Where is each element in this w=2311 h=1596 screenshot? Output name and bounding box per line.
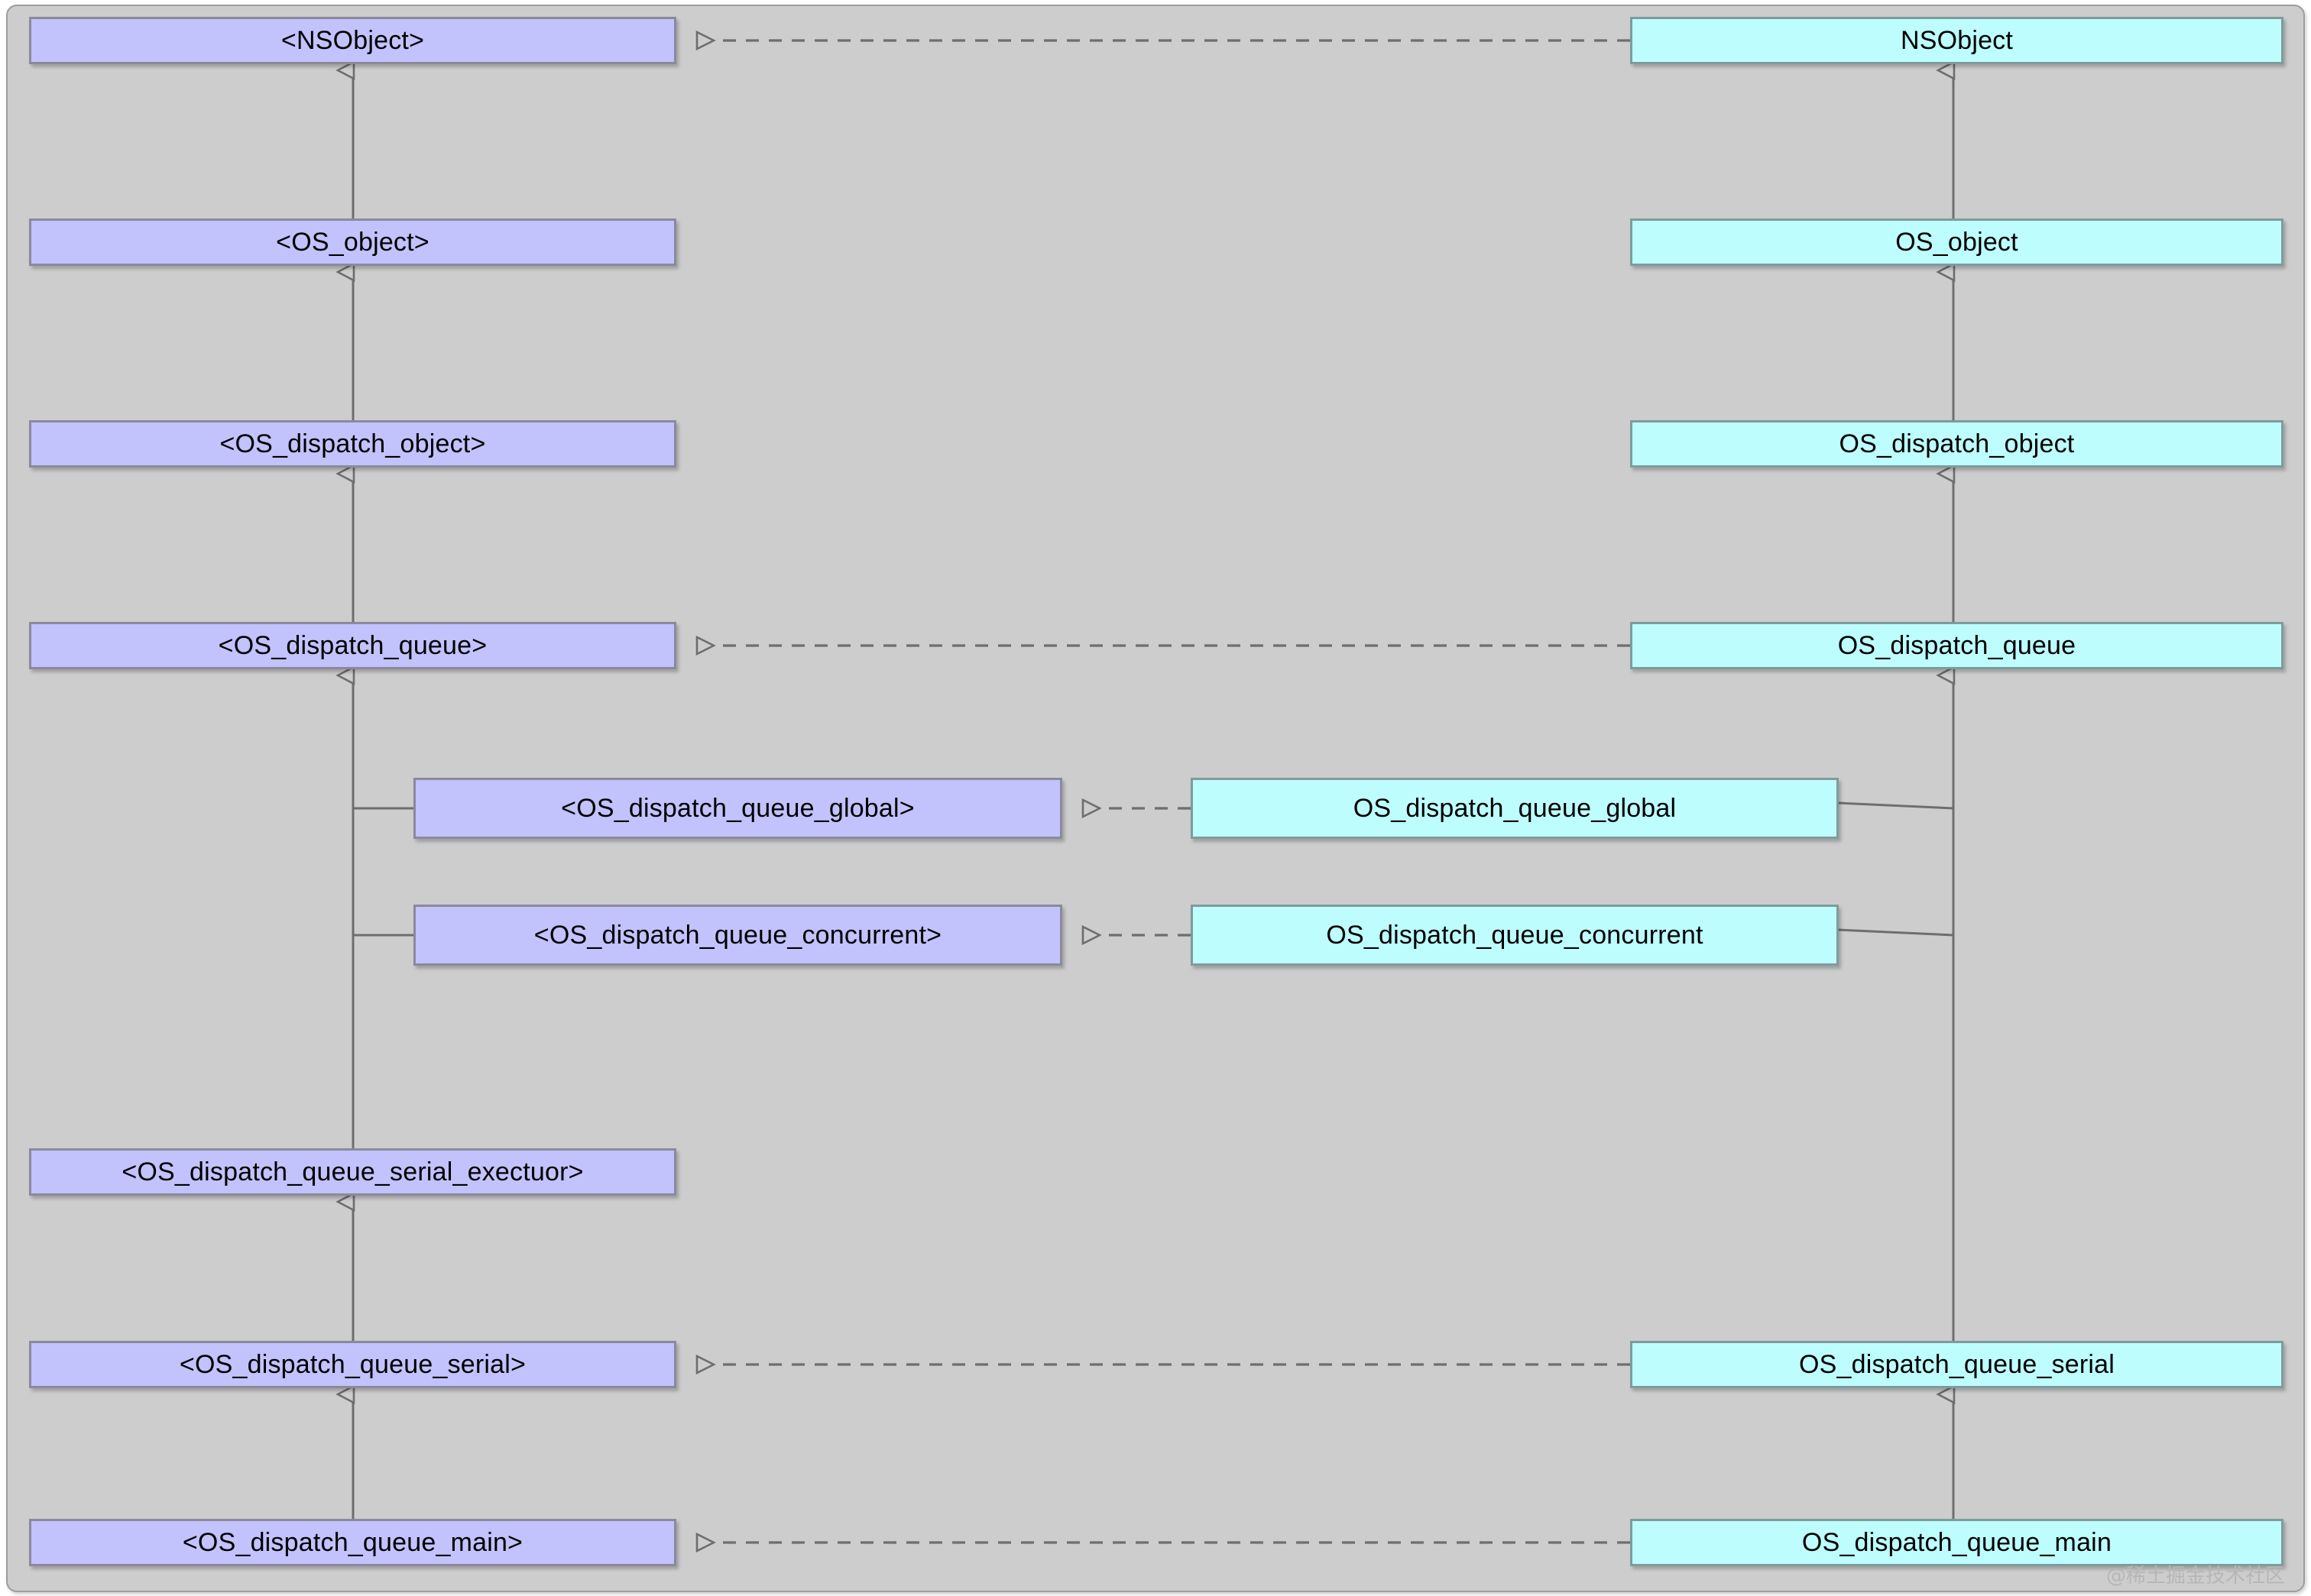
node-class-nsobject[interactable]: NSObject (1630, 17, 2283, 64)
node-protocol-os-dispatch-queue-serial[interactable]: <OS_dispatch_queue_serial> (29, 1341, 676, 1388)
node-protocol-os-dispatch-queue-concurrent[interactable]: <OS_dispatch_queue_concurrent> (413, 905, 1062, 966)
node-class-os-dispatch-queue-concurrent[interactable]: OS_dispatch_queue_concurrent (1191, 905, 1839, 966)
diagram-surface (6, 5, 2305, 1592)
node-class-os-dispatch-queue-global[interactable]: OS_dispatch_queue_global (1191, 778, 1839, 839)
node-class-os-object[interactable]: OS_object (1630, 219, 2283, 266)
node-protocol-nsobject[interactable]: <NSObject> (29, 17, 676, 64)
node-class-os-dispatch-queue[interactable]: OS_dispatch_queue (1630, 622, 2283, 669)
node-class-os-dispatch-queue-main[interactable]: OS_dispatch_queue_main (1630, 1519, 2283, 1566)
watermark: @稀土掘金技术社区 (2105, 1565, 2285, 1588)
node-class-os-dispatch-object[interactable]: OS_dispatch_object (1630, 420, 2283, 468)
node-class-os-dispatch-queue-serial[interactable]: OS_dispatch_queue_serial (1630, 1341, 2283, 1388)
node-protocol-os-dispatch-queue-global[interactable]: <OS_dispatch_queue_global> (413, 778, 1062, 839)
node-protocol-os-dispatch-object[interactable]: <OS_dispatch_object> (29, 420, 676, 468)
node-protocol-os-dispatch-queue[interactable]: <OS_dispatch_queue> (29, 622, 676, 669)
node-protocol-os-dispatch-queue-serial-exectuor[interactable]: <OS_dispatch_queue_serial_exectuor> (29, 1148, 676, 1196)
node-protocol-os-object[interactable]: <OS_object> (29, 219, 676, 266)
node-protocol-os-dispatch-queue-main[interactable]: <OS_dispatch_queue_main> (29, 1519, 676, 1566)
